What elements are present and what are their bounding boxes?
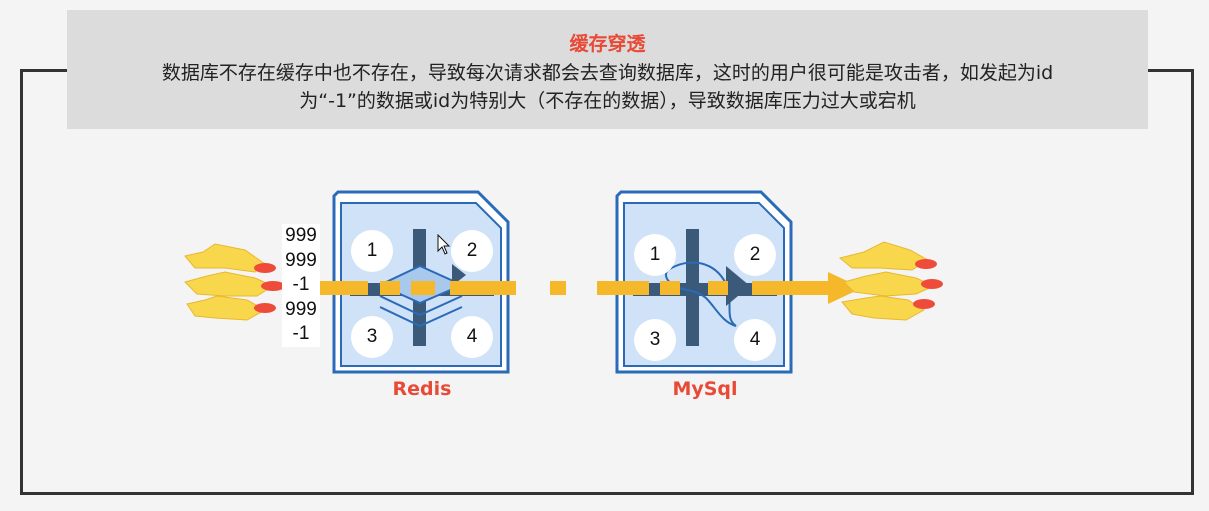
- flame-icon: [184, 243, 285, 321]
- redis-label: Redis: [392, 378, 452, 400]
- request-id: -1: [292, 274, 310, 295]
- cursor-icon: [437, 234, 451, 255]
- request-id: 999: [285, 225, 317, 246]
- request-id: 999: [285, 249, 317, 271]
- page-title: 缓存穿透: [569, 33, 646, 55]
- description-line-1: 数据库不存在缓存中也不存在，导致每次请求都会去查询数据库，这时的用户很可能是攻击…: [161, 62, 1054, 84]
- mysql-label: MySql: [672, 378, 738, 400]
- flame-icon: [838, 241, 943, 321]
- request-id-list: 999 999 -1 999 -1: [282, 224, 320, 347]
- request-id: 999: [285, 298, 317, 320]
- header-panel: 缓存穿透 数据库不存在缓存中也不存在，导致每次请求都会去查询数据库，这时的用户很…: [67, 10, 1148, 129]
- request-arrow: [320, 272, 862, 304]
- mysql-database: [615, 190, 793, 374]
- request-id: -1: [292, 323, 310, 344]
- description-line-2: 为“-1”的数据或id为特别大（不存在的数据），导致数据库压力过大或宕机: [299, 90, 916, 112]
